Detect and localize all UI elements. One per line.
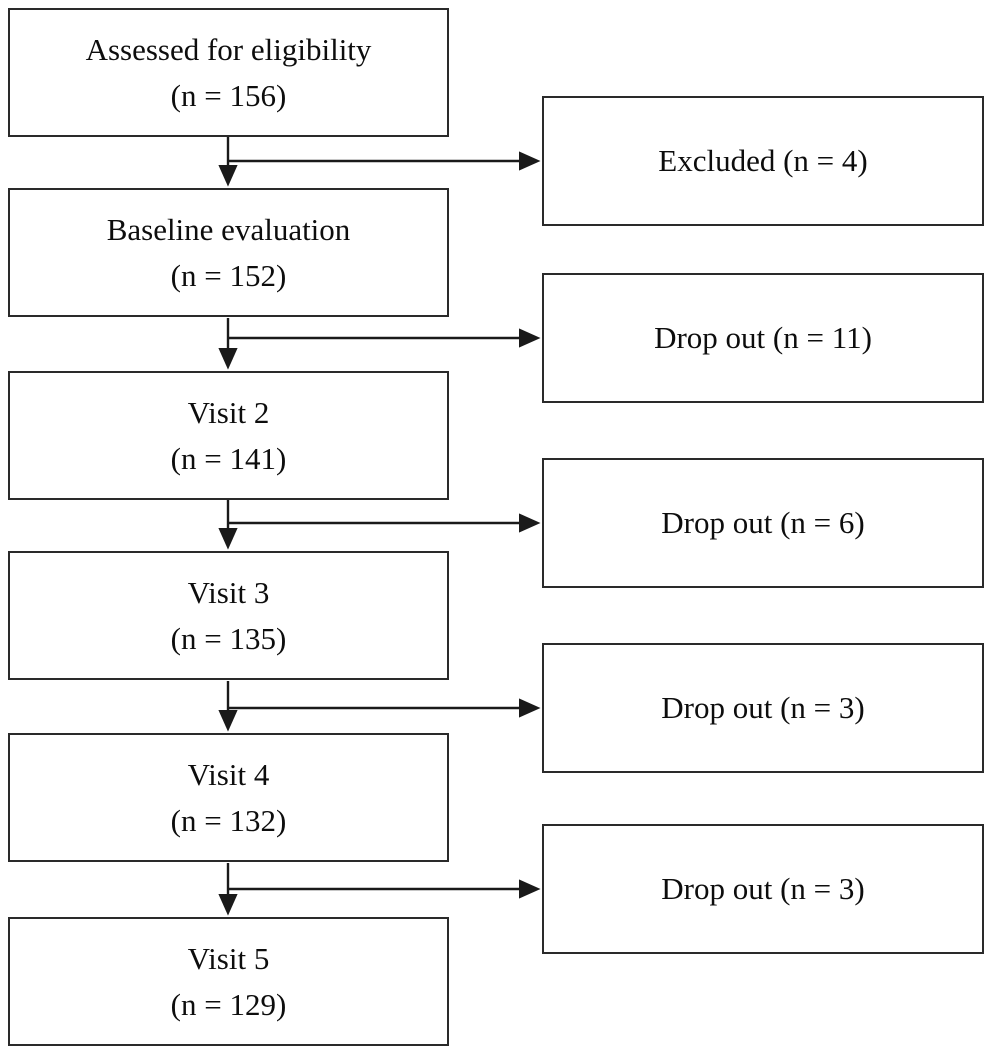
flow-box-label: Assessed for eligibility (85, 31, 372, 67)
flow-box-count: (n = 141) (170, 440, 287, 476)
flow-box-dropout-4: Drop out (n = 3) (542, 824, 984, 954)
flow-box-label: Visit 4 (187, 756, 270, 792)
flow-box-count: (n = 135) (170, 620, 287, 656)
flow-box-label: Visit 2 (187, 394, 270, 430)
flow-box-visit4: Visit 4 (n = 132) (8, 733, 449, 862)
flow-box-label: Visit 3 (187, 574, 270, 610)
flow-box-count: (n = 132) (170, 802, 287, 838)
flow-box-label: Excluded (n = 4) (658, 143, 868, 178)
flow-box-assessed: Assessed for eligibility (n = 156) (8, 8, 449, 137)
flow-box-label: Visit 5 (187, 940, 270, 976)
flow-box-visit2: Visit 2 (n = 141) (8, 371, 449, 500)
flow-box-label: Drop out (n = 3) (661, 871, 865, 906)
flow-box-label: Baseline evaluation (106, 211, 351, 247)
flow-box-excluded: Excluded (n = 4) (542, 96, 984, 226)
flow-box-visit3: Visit 3 (n = 135) (8, 551, 449, 680)
flow-box-count: (n = 129) (170, 986, 287, 1022)
flow-box-label: Drop out (n = 3) (661, 690, 865, 725)
flow-box-dropout-2: Drop out (n = 6) (542, 458, 984, 588)
flow-box-visit5: Visit 5 (n = 129) (8, 917, 449, 1046)
flow-box-dropout-1: Drop out (n = 11) (542, 273, 984, 403)
flow-box-label: Drop out (n = 11) (654, 320, 872, 355)
flow-box-count: (n = 152) (170, 257, 287, 293)
flow-box-label: Drop out (n = 6) (661, 505, 865, 540)
flow-box-baseline: Baseline evaluation (n = 152) (8, 188, 449, 317)
flow-box-count: (n = 156) (170, 77, 287, 113)
flow-box-dropout-3: Drop out (n = 3) (542, 643, 984, 773)
